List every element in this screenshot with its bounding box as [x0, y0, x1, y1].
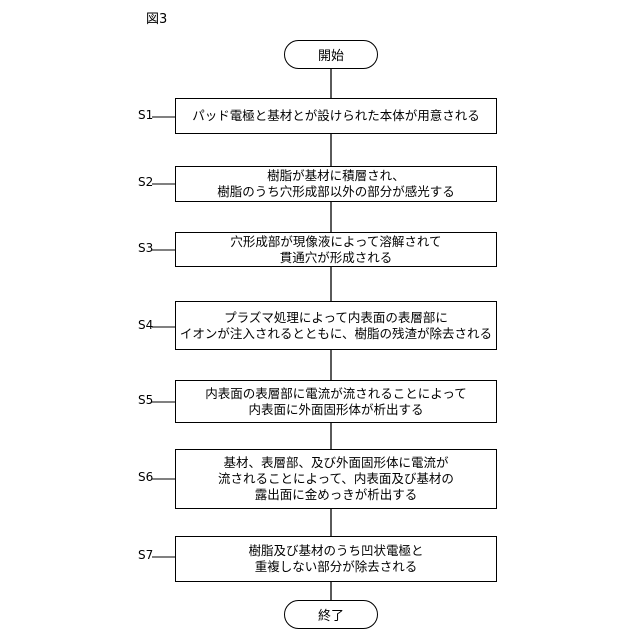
step-text: 樹脂のうち穴形成部以外の部分が感光する	[217, 184, 455, 200]
start-terminal: 開始	[284, 40, 378, 69]
step-text: 露出面に金めっきが析出する	[218, 487, 454, 503]
step-box-s3: 穴形成部が現像液によって溶解されて 貫通穴が形成される	[175, 232, 497, 267]
step-id-s6: S6	[138, 470, 153, 484]
step-box-s7: 樹脂及び基材のうち凹状電極と 重複しない部分が除去される	[175, 536, 497, 582]
step-id-s3: S3	[138, 241, 153, 255]
step-text: 流されることによって、内表面及び基材の	[218, 471, 454, 487]
step-box-s6: 基材、表層部、及び外面固形体に電流が 流されることによって、内表面及び基材の 露…	[175, 449, 497, 509]
step-text: 内表面の表層部に電流が流されることによって	[205, 386, 467, 402]
step-text: 貫通穴が形成される	[230, 250, 441, 266]
step-text: 基材、表層部、及び外面固形体に電流が	[218, 455, 454, 471]
end-terminal: 終了	[284, 600, 378, 629]
step-text: 穴形成部が現像液によって溶解されて	[230, 234, 441, 250]
step-text: 樹脂が基材に積層され、	[217, 168, 455, 184]
step-box-s5: 内表面の表層部に電流が流されることによって 内表面に外面固形体が析出する	[175, 380, 497, 423]
step-id-s2: S2	[138, 175, 153, 189]
step-id-s7: S7	[138, 548, 153, 562]
step-id-s1: S1	[138, 108, 153, 122]
step-box-s4: プラズマ処理によって内表面の表層部に イオンが注入されるとともに、樹脂の残渣が除…	[175, 301, 497, 350]
step-text: 重複しない部分が除去される	[248, 559, 423, 575]
step-text: 内表面に外面固形体が析出する	[205, 402, 467, 418]
start-label: 開始	[318, 45, 344, 64]
step-id-s4: S4	[138, 318, 153, 332]
step-text: イオンが注入されるとともに、樹脂の残渣が除去される	[180, 326, 492, 342]
step-box-s2: 樹脂が基材に積層され、 樹脂のうち穴形成部以外の部分が感光する	[175, 166, 497, 202]
step-id-s5: S5	[138, 393, 153, 407]
step-box-s1: パッド電極と基材とが設けられた本体が用意される	[175, 98, 497, 134]
step-text: プラズマ処理によって内表面の表層部に	[180, 310, 492, 326]
end-label: 終了	[318, 605, 344, 624]
step-text: 樹脂及び基材のうち凹状電極と	[248, 543, 423, 559]
step-text: パッド電極と基材とが設けられた本体が用意される	[192, 108, 480, 124]
